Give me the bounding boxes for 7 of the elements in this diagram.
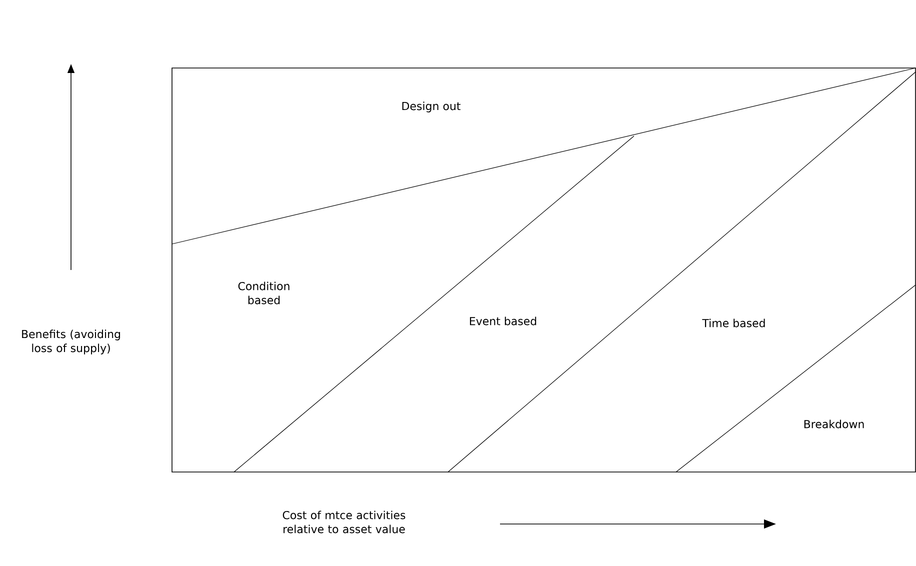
region-label: Breakdown (804, 420, 864, 428)
region-label: Event based (470, 316, 536, 326)
axis-label: Benefits (avoiding loss of supply) (22, 330, 120, 354)
region-label: Time based (702, 318, 765, 328)
region-label: Design out (402, 102, 460, 112)
axis-label: Cost of mtce activities relative to asset value (282, 510, 406, 534)
region-label: Condition based (238, 282, 290, 304)
